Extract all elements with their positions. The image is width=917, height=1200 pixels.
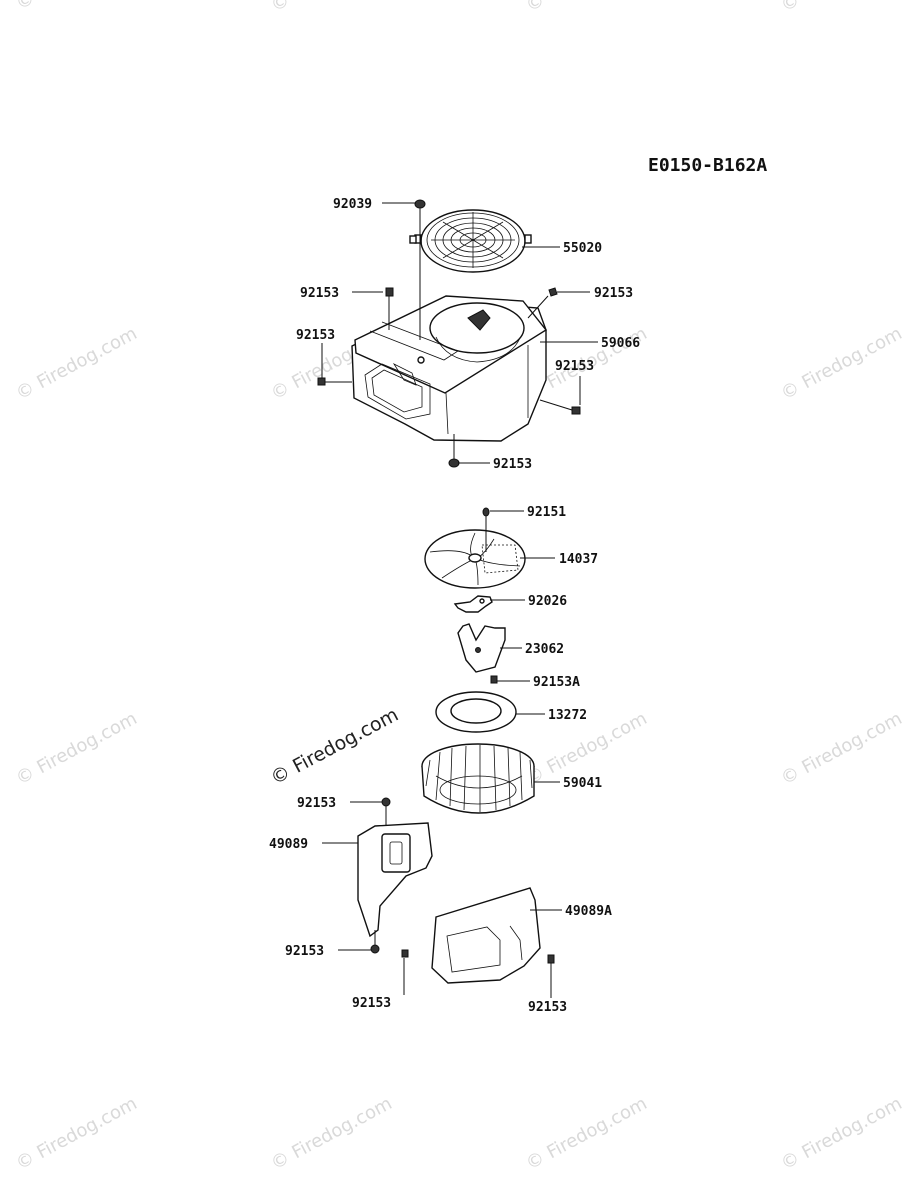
part-label: 49089A <box>565 904 612 919</box>
part-label: 92153 <box>493 457 532 472</box>
fan-59041 <box>421 743 535 814</box>
watermark: © Firedog.com <box>777 708 905 789</box>
diagram-reference-code: E0150-B162A <box>648 155 767 176</box>
part-label: 92153 <box>297 796 336 811</box>
watermark: © Firedog.com <box>12 1093 140 1174</box>
leader-lines <box>321 202 598 998</box>
plate-13272 <box>435 691 517 733</box>
cover-49089 <box>357 797 433 954</box>
part-label: 92153 <box>352 996 391 1011</box>
blower-housing-59066 <box>351 295 548 442</box>
part-label: 59041 <box>563 776 602 791</box>
part-label: 49089 <box>269 837 308 852</box>
part-labels: 92039 55020 92153 92153 92153 59066 9215… <box>269 197 640 1015</box>
part-label: 92153 <box>594 286 633 301</box>
part-label: 92026 <box>528 594 567 609</box>
part-label: 92039 <box>333 197 372 212</box>
screw-92153A <box>490 675 498 684</box>
part-label: 92153A <box>533 675 580 690</box>
watermark: © Firedog.com <box>777 1093 905 1174</box>
bracket-92026 <box>453 595 493 613</box>
part-label: 55020 <box>563 241 602 256</box>
watermark-main: © Firedog.com <box>267 704 402 790</box>
watermark: © Firedog.com <box>777 323 905 404</box>
cover-49089A <box>401 887 555 984</box>
part-label: 13272 <box>548 708 587 723</box>
fan-mount-23062 <box>457 623 506 673</box>
part-label: 92151 <box>527 505 566 520</box>
watermark: © Firedog.com <box>12 708 140 789</box>
watermark: © Firedog.com <box>522 1093 650 1174</box>
part-label: 92153 <box>285 944 324 959</box>
part-label: 92153 <box>296 328 335 343</box>
part-label: 92153 <box>528 1000 567 1015</box>
watermark: © Firedog.com <box>12 0 140 14</box>
part-label: 59066 <box>601 336 640 351</box>
cooling-fan-14037 <box>424 507 526 589</box>
watermark: © Firedog.com <box>267 0 395 16</box>
top-fasteners <box>317 199 581 468</box>
part-label: 92153 <box>555 359 594 374</box>
fan-screen-55020 <box>409 209 532 273</box>
watermark: © Firedog.com <box>522 0 650 16</box>
part-label: 14037 <box>559 552 598 567</box>
watermark: © Firedog.com <box>267 1093 395 1174</box>
watermark: © Firedog.com <box>777 0 905 16</box>
part-label: 92153 <box>300 286 339 301</box>
part-label: 23062 <box>525 642 564 657</box>
watermark: © Firedog.com <box>12 323 140 404</box>
